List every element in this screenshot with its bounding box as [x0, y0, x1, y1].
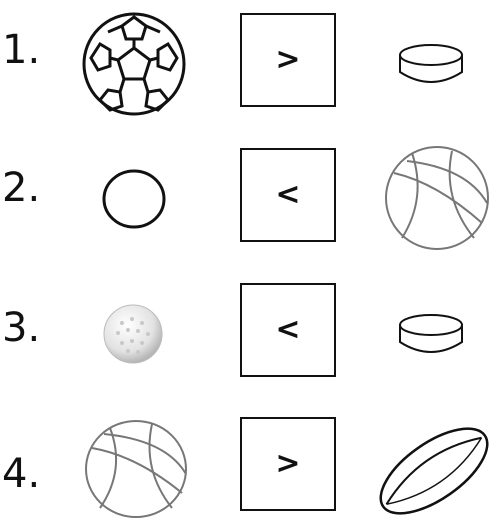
golf-ball-icon: [102, 303, 164, 365]
rugby-ball-icon: [370, 426, 498, 516]
comparison-symbol: >: [275, 45, 300, 75]
comparison-symbol: <: [275, 315, 300, 345]
hockey-puck-icon: [397, 42, 465, 88]
row-number: 1.: [2, 30, 40, 70]
comparison-box: >: [240, 13, 336, 107]
comparison-box: <: [240, 283, 336, 377]
comparison-symbol: <: [275, 180, 300, 210]
comparison-box: >: [240, 417, 336, 511]
row-number: 3.: [2, 308, 40, 348]
comparison-box: <: [240, 148, 336, 242]
basketball-icon: [82, 418, 190, 520]
basketball-icon: [382, 143, 492, 253]
comparison-row-4: 4. >: [0, 412, 499, 522]
comparison-row-2: 2. <: [0, 143, 499, 253]
row-number: 2.: [2, 168, 40, 208]
comparison-row-3: 3. <: [0, 278, 499, 388]
ring-icon: [100, 167, 170, 233]
comparison-symbol: >: [275, 449, 300, 479]
row-number: 4.: [2, 454, 40, 494]
hockey-puck-icon: [397, 312, 465, 358]
comparison-row-1: 1. >: [0, 8, 499, 118]
soccer-ball-icon: [80, 10, 188, 118]
